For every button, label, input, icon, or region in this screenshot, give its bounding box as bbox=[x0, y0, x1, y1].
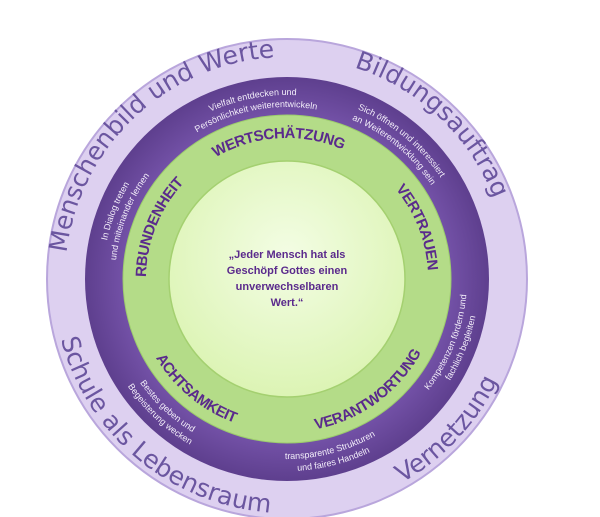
center-quote-line-4: Wert.“ bbox=[271, 297, 304, 309]
center-circle bbox=[168, 160, 406, 398]
center-quote-line-2: Geschöpf Gottes einen bbox=[227, 265, 348, 277]
center-quote-line-1: „Jeder Mensch hat als bbox=[229, 249, 346, 261]
center-quote-line-3: unverwechselbaren bbox=[236, 281, 339, 293]
